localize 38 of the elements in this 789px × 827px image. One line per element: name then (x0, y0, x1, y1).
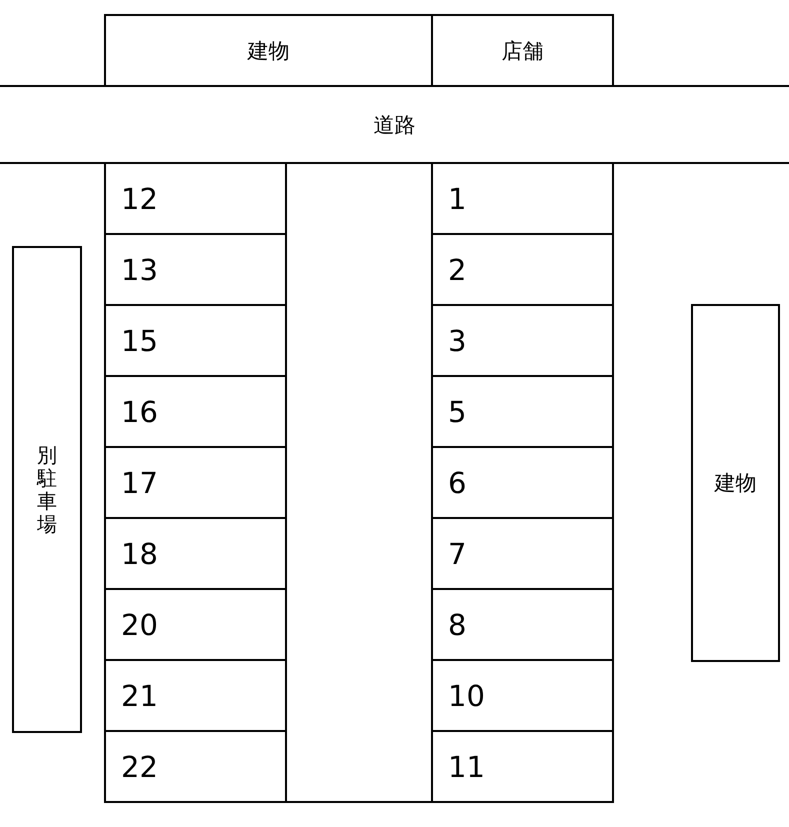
store-box (431, 14, 614, 87)
parking-stall (104, 162, 287, 235)
stall-number: 15 (121, 324, 158, 358)
road-band (0, 85, 789, 164)
stall-number: 16 (121, 394, 158, 428)
parking-box (12, 246, 82, 733)
stall-number: 18 (121, 536, 158, 570)
stall-number: 2 (448, 252, 466, 286)
area-label: 道路 (374, 112, 416, 138)
parking-stall (104, 517, 287, 590)
stall-number: 13 (121, 252, 158, 286)
parking-stall (104, 446, 287, 519)
stall-number: 20 (121, 608, 158, 642)
stall-number: 1 (448, 182, 466, 216)
stall-number: 11 (448, 750, 485, 784)
area-label: 建物 (714, 470, 756, 497)
parking-stall (104, 588, 287, 661)
area-label: 建物 (248, 38, 290, 64)
stall-number: 17 (121, 466, 158, 500)
stall-number: 3 (448, 324, 466, 358)
parking-stall (104, 233, 287, 306)
area-label: 別駐車場 (37, 444, 57, 536)
stall-number: 7 (448, 536, 466, 570)
stall-number: 21 (121, 678, 158, 712)
stall-number: 5 (448, 394, 466, 428)
parking-stall (104, 304, 287, 377)
parking-stall (431, 730, 614, 803)
stall-number: 8 (448, 608, 466, 642)
stall-number: 22 (121, 750, 158, 784)
area-label: 店舗 (502, 38, 544, 64)
parking-stall (104, 659, 287, 732)
building-box (691, 304, 780, 662)
stall-number: 12 (121, 182, 158, 216)
stall-number: 10 (448, 678, 485, 712)
parking-stall (104, 730, 287, 803)
building-box (104, 14, 433, 87)
stall-number: 6 (448, 466, 466, 500)
parking-stall (104, 375, 287, 448)
